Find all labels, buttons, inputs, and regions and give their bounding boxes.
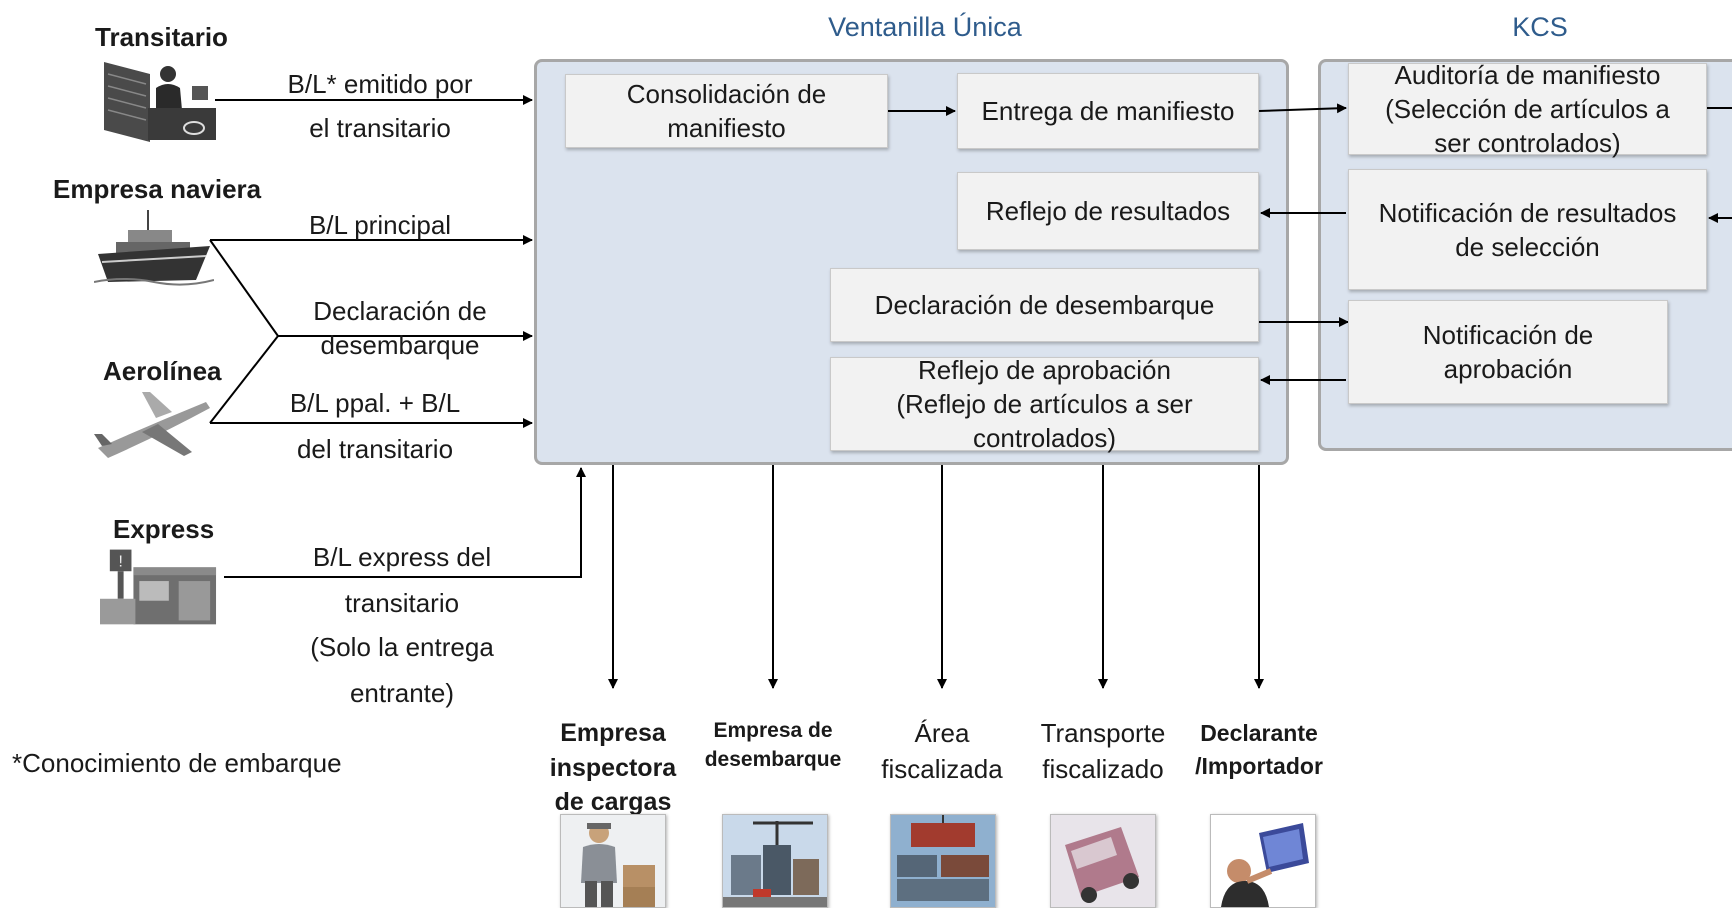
box-reflejo-resultados: Reflejo de resultados bbox=[957, 172, 1259, 250]
box-consolidacion-line2: manifiesto bbox=[667, 113, 786, 143]
kcs-title: KCS bbox=[1512, 12, 1568, 42]
footnote: *Conocimiento de embarque bbox=[12, 748, 342, 778]
box-auditoria-line1: Auditoría de manifiesto bbox=[1394, 60, 1661, 90]
svg-text:!: ! bbox=[118, 553, 122, 570]
ventanilla-unica-title: Ventanilla Única bbox=[828, 12, 1022, 42]
label-bl-ppal-line2: del transitario bbox=[296, 434, 454, 464]
inspector-worker-photo bbox=[560, 814, 666, 908]
box-entrega-label: Entrega de manifiesto bbox=[981, 96, 1235, 126]
sender-aerolinea: Aerolínea bbox=[103, 356, 222, 386]
box-reflejo-aprobacion: Reflejo de aprobación (Reflejo de artícu… bbox=[830, 355, 1259, 453]
bonded-truck-photo bbox=[1050, 814, 1156, 908]
label-bl-ppal-line1: B/L ppal. + B/L bbox=[289, 388, 461, 418]
label-express-line2: transitario bbox=[344, 588, 460, 618]
recipient-desembarque-line1: Empresa de bbox=[713, 719, 833, 742]
box-reflejo-aprobacion-line1: Reflejo de aprobación bbox=[918, 355, 1171, 385]
box-auditoria-manifiesto: Auditoría de manifiesto (Selección de ar… bbox=[1348, 60, 1707, 158]
express-building-icon: ! bbox=[100, 549, 217, 625]
label-express-line4: entrante) bbox=[349, 678, 455, 708]
sender-empresa-naviera: Empresa naviera bbox=[53, 174, 262, 204]
recipient-transporte-line2: fiscalizado bbox=[1042, 754, 1164, 784]
box-notificacion-resultados: Notificación de resultados de selección bbox=[1348, 169, 1707, 290]
recipient-inspectora-line3: de cargas bbox=[554, 788, 672, 816]
box-consolidacion-line1: Consolidación de bbox=[626, 79, 827, 109]
box-notificacion-resultados-line1: Notificación de resultados bbox=[1378, 197, 1677, 228]
cargo-ship-icon bbox=[94, 210, 214, 286]
airplane-icon bbox=[94, 392, 210, 458]
box-notificacion-aprobacion-line1: Notificación de bbox=[1422, 320, 1594, 350]
box-consolidacion-manifiesto: Consolidación de manifiesto bbox=[565, 74, 888, 148]
box-reflejo-resultados-label: Reflejo de resultados bbox=[985, 196, 1231, 226]
importer-laptop-photo bbox=[1210, 814, 1316, 908]
arrow-express-to-ventanilla bbox=[224, 467, 586, 578]
recipient-transporte-line1: Transporte bbox=[1040, 718, 1166, 748]
line-naviera-to-declaracion bbox=[209, 239, 279, 337]
recipient-inspectora-line2: inspectora bbox=[549, 754, 677, 782]
box-notificacion-resultados-line2: de selección bbox=[1455, 231, 1600, 262]
box-reflejo-aprobacion-line3: controlados) bbox=[972, 423, 1117, 453]
box-notificacion-aprobacion-line2: aprobación bbox=[1443, 354, 1573, 384]
label-express-line3: (Solo la entrega bbox=[310, 632, 494, 662]
box-declaracion-desembarque: Declaración de desembarque bbox=[830, 268, 1259, 342]
line-aerolinea-to-declaracion bbox=[209, 335, 279, 424]
container-crane-photo bbox=[722, 814, 828, 908]
recipient-area-line1: Área bbox=[914, 718, 970, 748]
box-entrega-manifiesto: Entrega de manifiesto bbox=[957, 73, 1259, 149]
box-auditoria-line3: ser controlados) bbox=[1434, 128, 1621, 158]
bonded-area-photo bbox=[890, 814, 996, 908]
label-bl-transitario-line1: B/L* emitido por bbox=[287, 69, 473, 99]
box-notificacion-aprobacion: Notificación de aprobación bbox=[1348, 300, 1668, 404]
recipient-declarante-line1: Declarante bbox=[1200, 720, 1318, 746]
box-auditoria-line2: (Selección de artículos a bbox=[1385, 94, 1670, 124]
label-bl-transitario-line2: el transitario bbox=[309, 113, 451, 143]
recipient-inspectora-line1: Empresa bbox=[560, 719, 666, 747]
recipient-area-line2: fiscalizada bbox=[881, 754, 1003, 784]
label-declaracion-line1: Declaración de bbox=[313, 296, 487, 326]
freight-forwarder-desk-icon bbox=[104, 62, 216, 142]
box-declaracion-label: Declaración de desembarque bbox=[874, 290, 1215, 320]
recipient-desembarque-line2: desembarque bbox=[704, 748, 842, 771]
sender-transitario: Transitario bbox=[95, 22, 228, 52]
label-declaracion-line2: desembarque bbox=[320, 330, 480, 360]
label-express-line1: B/L express del bbox=[312, 542, 492, 572]
recipient-declarante-line2: /Importador bbox=[1195, 753, 1323, 779]
arrow-entrega-to-auditoria bbox=[1258, 103, 1347, 114]
box-reflejo-aprobacion-line2: (Reflejo de artículos a ser bbox=[896, 389, 1193, 419]
label-bl-principal: B/L principal bbox=[308, 210, 452, 240]
sender-express: Express bbox=[113, 514, 215, 544]
